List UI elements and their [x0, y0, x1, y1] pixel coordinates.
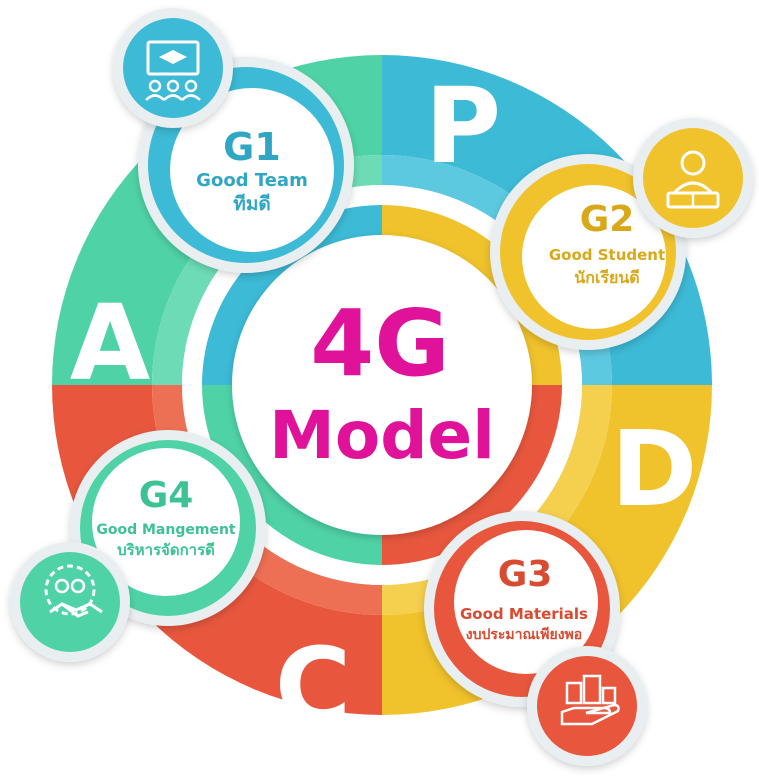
- g1-thai: ทีมดี: [233, 193, 270, 215]
- letter-p: P: [425, 65, 501, 187]
- g4-name: Good Mangement: [96, 522, 236, 538]
- g2-name: Good Student: [549, 246, 665, 264]
- center-subtitle: Model: [269, 397, 495, 474]
- g1-code: G1: [223, 125, 281, 169]
- g2-thai: นักเรียนดี: [574, 268, 639, 287]
- handshake-team-icon: [10, 542, 130, 662]
- letter-a: A: [70, 282, 151, 404]
- letter-d: D: [611, 408, 697, 530]
- student-reading-icon: [633, 118, 753, 238]
- center-title: 4G: [310, 290, 450, 397]
- budget-hand-icon: [527, 646, 647, 766]
- center-circle: [232, 235, 532, 535]
- g4-thai: บริหารจัดการดี: [117, 541, 215, 559]
- g1-name: Good Team: [196, 170, 308, 191]
- node-g2: G2 Good Student นักเรียนดี: [490, 154, 686, 350]
- classroom-board-icon: [113, 8, 233, 128]
- g3-thai: งบประมาณเพียงพอ: [466, 627, 582, 643]
- letter-c: C: [275, 625, 351, 747]
- g4-code: G4: [139, 475, 194, 516]
- g3-code: G3: [498, 554, 553, 595]
- g3-name: Good Materials: [460, 605, 588, 623]
- g2-code: G2: [580, 199, 635, 240]
